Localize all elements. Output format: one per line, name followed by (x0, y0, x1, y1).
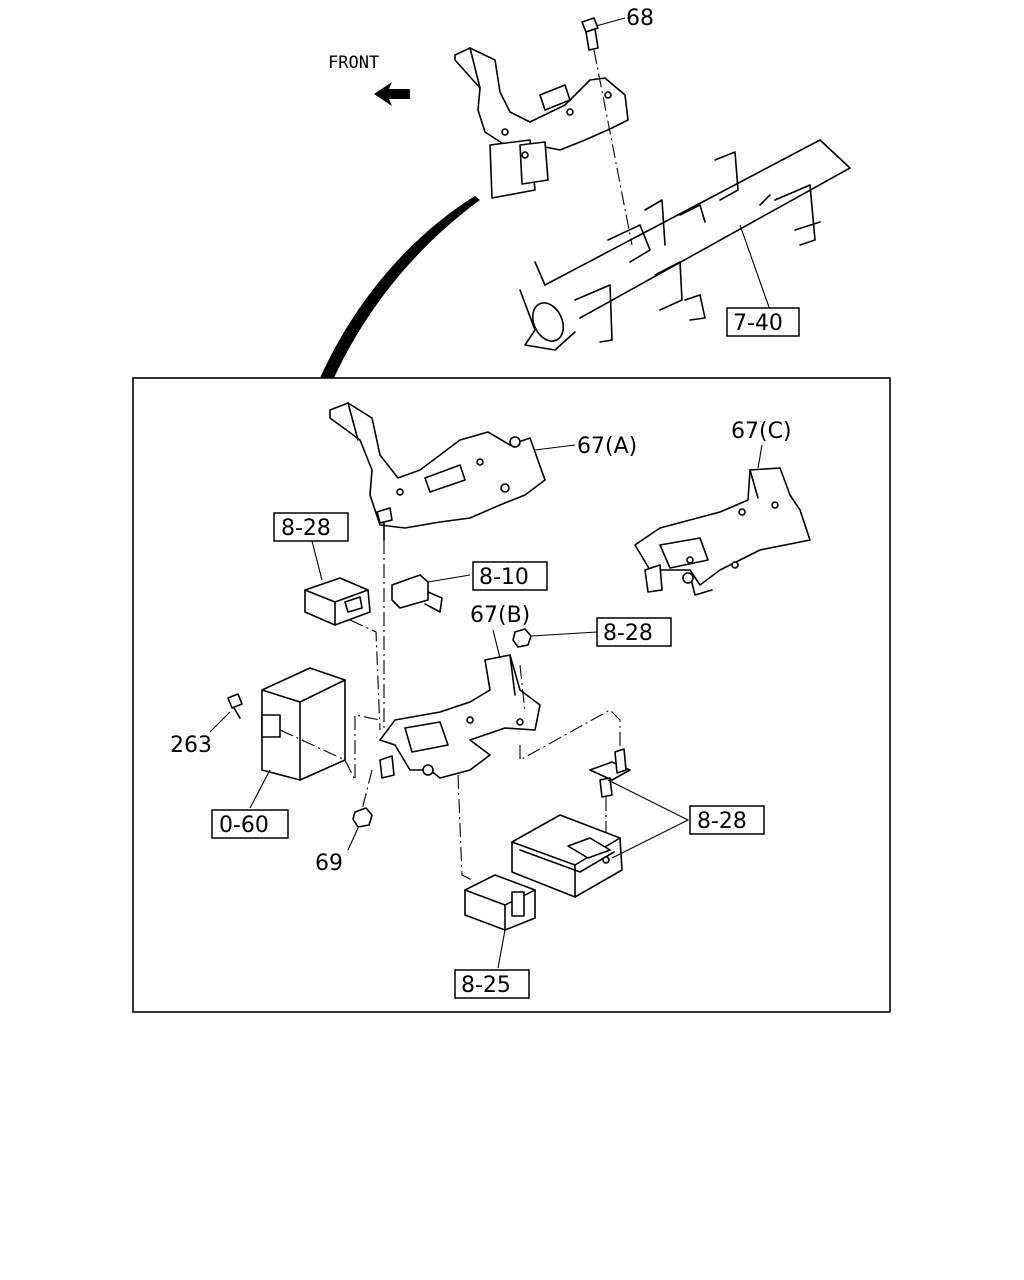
detail-frame (132, 377, 891, 1013)
label-8-28-a: 8-28 (281, 516, 331, 541)
label-67a: 67(A) (577, 434, 637, 459)
module-0-60: 263 0-60 (170, 667, 381, 839)
label-box-8-28-a (273, 512, 349, 542)
bolt-68: 68 (581, 6, 654, 246)
label-box-0-60 (211, 809, 289, 839)
label-box-8-28-b (596, 617, 672, 647)
relay-8-25: 8-25 (454, 774, 536, 999)
connector-8-10: 8-10 (391, 561, 548, 613)
top-bracket-assembly (454, 47, 629, 199)
module-8-28-lower: 8-28 (511, 779, 765, 898)
screw-under-67a (376, 507, 393, 730)
bracket-67a: 67(A) (329, 402, 637, 529)
label-263: 263 (170, 733, 212, 758)
label-8-10: 8-10 (479, 565, 529, 590)
nut-69: 69 (315, 769, 373, 876)
front-label: FRONT (328, 53, 379, 73)
label-box-8-28-c (689, 805, 765, 835)
label-box-8-10 (472, 561, 548, 591)
label-69: 69 (315, 851, 343, 876)
label-box-8-25 (454, 969, 530, 999)
label-box-7-40 (726, 307, 800, 337)
cross-member-beam (519, 139, 851, 351)
bracket-67c: 67(C) (634, 419, 811, 596)
detail-callout-sweep (320, 196, 480, 378)
front-arrow-icon (374, 82, 410, 106)
label-7-40-group: 7-40 (726, 307, 800, 337)
label-8-25: 8-25 (461, 973, 511, 998)
label-8-28-b: 8-28 (603, 621, 653, 646)
label-67b: 67(B) (470, 603, 530, 628)
label-0-60: 0-60 (219, 813, 269, 838)
bolt-bracket-8-28 (519, 709, 631, 855)
label-8-28-c: 8-28 (697, 809, 747, 834)
label-68: 68 (626, 6, 654, 31)
relay-8-28-top: 8-28 (273, 512, 381, 731)
nut-8-28-mid: 8-28 (512, 617, 672, 648)
front-indicator: FRONT (328, 53, 410, 106)
bracket-67b: 67(B) (379, 603, 541, 779)
label-67c: 67(C) (731, 419, 792, 444)
label-7-40: 7-40 (733, 311, 783, 336)
